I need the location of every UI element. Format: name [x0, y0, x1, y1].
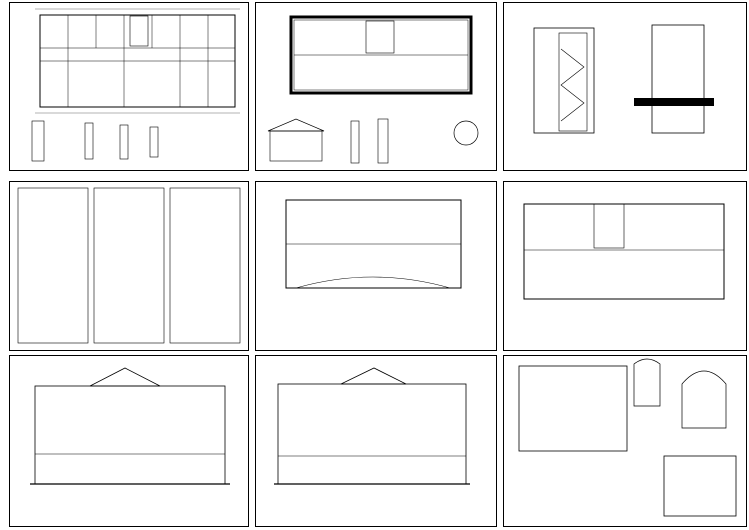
floor-plan-2-drawing	[285, 199, 462, 289]
roof-plan-drawing	[267, 15, 479, 164]
floor-plan-3-drawing	[523, 203, 725, 300]
panel-roof-plan	[255, 2, 497, 171]
panel-floor-plan-2	[255, 181, 497, 351]
sections-drawing	[533, 24, 714, 134]
panel-sections	[503, 2, 747, 171]
panel-details	[503, 355, 747, 527]
panel-floor-plan-3	[503, 181, 747, 351]
panel-floor-plan-1	[9, 2, 249, 171]
panel-elevation-2	[255, 355, 497, 527]
panel-elevation-1	[9, 355, 249, 527]
floor-plan-1-drawing	[31, 8, 240, 162]
elevation-1-drawing	[30, 367, 230, 485]
details-drawing	[518, 358, 737, 517]
panel-design-notes	[9, 181, 249, 351]
elevation-2-drawing	[274, 367, 470, 485]
design-notes-drawing	[17, 187, 241, 344]
